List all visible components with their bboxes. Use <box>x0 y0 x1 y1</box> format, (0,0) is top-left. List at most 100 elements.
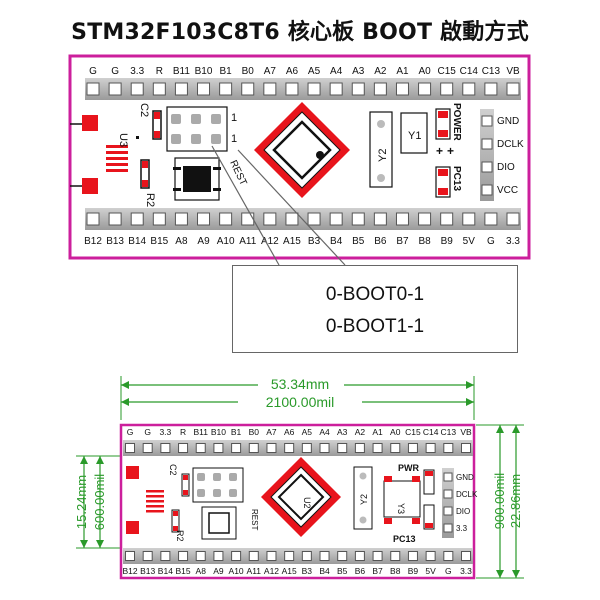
bb-top-header-pin-label: B0 <box>249 427 260 437</box>
bb-top-header-pin-hole <box>354 443 365 453</box>
bb-top-header-pin-hole <box>319 443 330 453</box>
usb-pad-bottom <box>82 178 98 194</box>
bb-bottom-header-pin-hole <box>319 551 330 561</box>
bottom-header-pin-hole <box>462 212 476 226</box>
bb-bottom-header-pin-label: B15 <box>175 566 190 576</box>
bb-swd-header <box>442 468 454 538</box>
bottom-header-pin-hole <box>174 212 188 226</box>
bb-top-header-pin-label: C13 <box>441 427 457 437</box>
usb-connector-pins <box>106 145 128 172</box>
bb-swd-pin-label: GND <box>456 473 474 482</box>
boot-jumper-pins <box>171 114 221 144</box>
dim-height-left-mm: 15.24mm <box>74 475 89 529</box>
boot-mode-callout: 0-BOOT0-1 0-BOOT1-1 <box>232 265 518 353</box>
bb-bottom-header-pin-hole <box>231 551 242 561</box>
bottom-header-pin-label: A15 <box>283 236 301 247</box>
top-header-pin-label: A7 <box>264 66 277 77</box>
bb-top-header-pin-label: A2 <box>355 427 366 437</box>
swd-pin-hole <box>481 161 493 173</box>
top-header-pin-label: A1 <box>396 66 409 77</box>
top-header-pin-hole <box>351 82 365 96</box>
bottom-header-pin-label: B7 <box>396 236 409 247</box>
bottom-header-pin-hole <box>152 212 166 226</box>
callout-line-boot1: 0-BOOT1-1 <box>325 316 425 337</box>
bb-bottom-header-pin-label: B14 <box>158 566 173 576</box>
top-header-pin-hole <box>197 82 211 96</box>
top-header-pin-label: A4 <box>330 66 343 77</box>
bb-bottom-header-pin-hole <box>443 551 454 561</box>
bb-bottom-header-pin-label: A11 <box>247 566 262 576</box>
bb-bottom-header-pin-hole <box>248 551 259 561</box>
bb-bottom-header-pin-label: B5 <box>337 566 348 576</box>
bottom-header-pin-hole <box>329 212 343 226</box>
bb-bottom-header-pin-label: B7 <box>372 566 383 576</box>
bb-bottom-header-pin-hole <box>213 551 224 561</box>
bottom-header-pin-hole <box>351 212 365 226</box>
swd-pin-hole <box>481 184 493 196</box>
top-header-pin-hole <box>440 82 454 96</box>
bottom-header-pin-label: 5V <box>463 236 476 247</box>
bb-top-header-pin-hole <box>372 443 383 453</box>
bb-top-header-pin-label: A0 <box>390 427 401 437</box>
top-header-pin-label: A6 <box>286 66 299 77</box>
top-header-pin-label: A3 <box>352 66 365 77</box>
y2-crystal <box>369 111 393 188</box>
top-header-pin-hole <box>307 82 321 96</box>
swd-pin-label: DIO <box>497 162 515 173</box>
bb-bottom-header-pin-hole <box>266 551 277 561</box>
page-title: STM32F103C8T6 核心板 BOOT 啟動方式 <box>71 20 529 45</box>
dim-height-right-mm: 22.86mm <box>508 474 523 528</box>
c2-label: C2 <box>138 103 150 117</box>
bb-swd-pin-label: DCLK <box>456 490 478 499</box>
bb-bottom-header-pin-hole <box>142 551 153 561</box>
top-header-pin-hole <box>263 82 277 96</box>
top-header-pin-hole <box>462 82 476 96</box>
bottom-header-pin-hole <box>395 212 409 226</box>
bb-bottom-header-pin-hole <box>407 551 418 561</box>
swd-pin-hole <box>481 115 493 127</box>
bb-bottom-header-pin-hole <box>195 551 206 561</box>
top-header-pin-hole <box>484 82 498 96</box>
bottom-header-pin-hole <box>506 212 520 226</box>
top-header-pin-hole <box>373 82 387 96</box>
bottom-header-pin-hole <box>285 212 299 226</box>
bb-bottom-header-pin-label: B3 <box>302 566 313 576</box>
swd-pin-label: GND <box>497 116 519 127</box>
bb-top-header-pin-label: B1 <box>231 427 242 437</box>
pc13-label: PC13 <box>451 166 462 191</box>
bottom-header-pin-label: A8 <box>175 236 188 247</box>
bb-swd-pin-hole <box>443 506 453 516</box>
bb-bottom-header-pin-hole <box>461 551 471 561</box>
bb-rest-label: REST <box>250 509 259 530</box>
top-header-pin-hole <box>241 82 255 96</box>
bb-swd-pin-hole <box>443 523 453 533</box>
bb-pc13-label: PC13 <box>393 534 416 544</box>
bottom-header-pin-label: B13 <box>106 236 124 247</box>
bb-top-header-pin-hole <box>425 443 436 453</box>
bottom-header-pin-label: B12 <box>84 236 102 247</box>
bb-top-header-pin-label: B11 <box>193 427 208 437</box>
bb-bottom-header-pin-label: A8 <box>196 566 207 576</box>
bottom-header-pin-hole <box>307 212 321 226</box>
bb-bottom-header-pin-hole <box>160 551 171 561</box>
mcu-chip <box>254 102 350 198</box>
bb-top-header-pin-hole <box>301 443 312 453</box>
c2-component <box>152 110 162 140</box>
top-header-pin-label: B10 <box>195 66 213 77</box>
bottom-header-pin-hole <box>86 212 100 226</box>
top-header-pin-hole <box>86 82 100 96</box>
top-header-pin-hole <box>108 82 122 96</box>
bb-usb-pad-bottom <box>126 521 139 534</box>
bb-top-header-pin-label: A3 <box>337 427 348 437</box>
bottom-header-pin-label: G <box>487 236 495 247</box>
bb-bottom-header-pin-label: 3.3 <box>460 566 472 576</box>
plus-label-b: + <box>447 144 454 158</box>
top-header-holes <box>86 82 520 96</box>
top-header-pin-label: R <box>156 66 163 77</box>
bb-bottom-header-strip <box>123 548 473 564</box>
y2-label: Y2 <box>377 149 389 162</box>
bb-bottom-header-pin-hole <box>178 551 189 561</box>
dim-height-right-mil: 900.00mil <box>492 473 507 529</box>
top-header-pin-label: B1 <box>220 66 233 77</box>
